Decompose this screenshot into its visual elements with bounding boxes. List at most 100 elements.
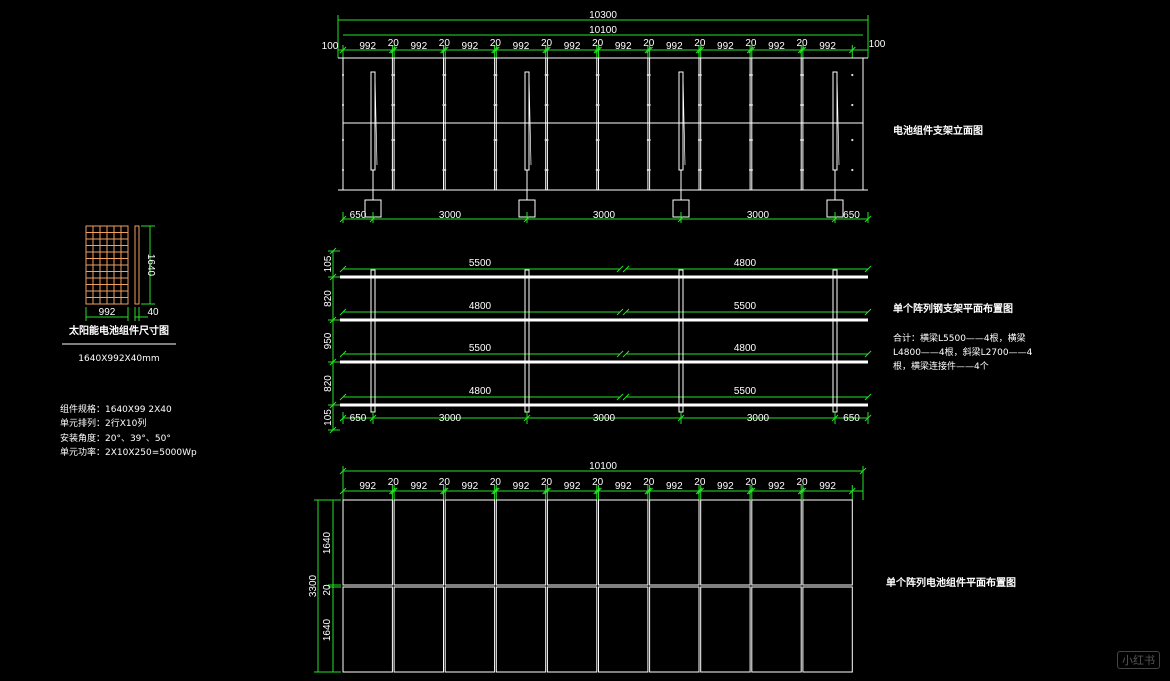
layout-total-height-dim: 3300 [308, 574, 319, 597]
plan-beam-dim-right: 5500 [734, 386, 757, 397]
layout-module-bottom [700, 586, 751, 673]
elevation-bottom-dim: 3000 [593, 210, 616, 221]
layout-gap-dim: 20 [694, 477, 706, 488]
layout-module-bottom [802, 586, 853, 673]
elevation-module-dim: 992 [666, 41, 683, 52]
layout-module-top [546, 499, 598, 586]
plan-bottom-dim: 650 [843, 413, 860, 424]
layout-module-bottom [444, 586, 496, 673]
plan-bottom-dim: 3000 [439, 413, 462, 424]
elevation-title: 电池组件支架立面图 [893, 124, 983, 137]
layout-module-dim: 992 [564, 481, 581, 492]
panel-title: 太阳能电池组件尺寸图 [68, 324, 169, 337]
panel-height-dim: 1640 [145, 254, 156, 277]
layout-module-top [802, 499, 853, 586]
plan-column [832, 269, 838, 413]
layout-row-gap-dim: 20 [322, 584, 333, 596]
panel-subtitle: 1640X992X40mm [78, 354, 159, 364]
elevation-post [678, 71, 684, 171]
layout-module-top [700, 499, 751, 586]
layout-module-top [342, 499, 393, 586]
elevation-gap-dim: 20 [643, 38, 655, 49]
plan-left-dim: 105 [323, 409, 334, 426]
plan-beam-dim-right: 4800 [734, 343, 757, 354]
layout-module-dim: 992 [513, 481, 530, 492]
elevation-module-dim: 992 [615, 41, 632, 52]
elevation-module-dim: 992 [819, 41, 836, 52]
elevation-gap-dim: 20 [694, 38, 706, 49]
panel-thickness-dim: 40 [147, 307, 159, 318]
layout-module-dim: 992 [768, 481, 785, 492]
spec-line-2: 单元排列：2行X10列 [60, 417, 146, 429]
elevation-gap-dim: 20 [796, 38, 808, 49]
plan-summary-line-1: 合计：横梁L5500——4根，横梁 [893, 332, 1026, 344]
elevation-panel-frame [342, 57, 864, 191]
layout-inner-dim: 10100 [589, 461, 617, 472]
elevation-gap-dim: 20 [745, 38, 757, 49]
layout-module-dim: 992 [615, 481, 632, 492]
layout-gap-dim: 20 [490, 477, 502, 488]
elevation-gap-dim: 20 [490, 38, 502, 49]
plan-left-dim: 105 [323, 255, 334, 272]
plan-beam-dim-left: 4800 [469, 386, 492, 397]
plan-beam-dim-right: 4800 [734, 258, 757, 269]
plan-bottom-dim: 3000 [593, 413, 616, 424]
plan-left-dim: 820 [323, 375, 334, 392]
panel-detail-view: 1640 992 40 太阳能电池组件尺寸图 1640X992X40mm [62, 225, 176, 364]
layout-module-top [444, 499, 496, 586]
layout-module-bottom [393, 586, 445, 673]
plan-summary-line-2: L4800——4根，斜梁L2700——4 [893, 346, 1033, 358]
plan-beam-dim-right: 5500 [734, 301, 757, 312]
layout-row-height-dim-top: 1640 [322, 531, 333, 554]
layout-gap-dim: 20 [541, 477, 553, 488]
specs-block: 组件规格：1640X99 2X40 单元排列：2行X10列 安装角度：20°、3… [60, 403, 197, 458]
plan-bottom-dim: 650 [350, 413, 367, 424]
layout-module-dim: 992 [819, 481, 836, 492]
layout-module-bottom [495, 586, 547, 673]
plan-summary-line-3: 根，横梁连接件——4个 [893, 360, 989, 372]
elevation-bottom-dim: 650 [350, 210, 367, 221]
spec-line-4: 单元功率：2X10X250=5000Wp [60, 446, 197, 458]
plan-beam-dim-left: 5500 [469, 258, 492, 269]
plan-column [678, 269, 684, 413]
plan-beam-dim-left: 5500 [469, 343, 492, 354]
elevation-gap-dim: 20 [439, 38, 451, 49]
elevation-module-dim: 992 [768, 41, 785, 52]
elevation-gap-dim: 20 [541, 38, 553, 49]
spec-line-1: 组件规格：1640X99 2X40 [60, 403, 172, 415]
layout-module-bottom [751, 586, 802, 673]
elevation-inner-dim: 10100 [589, 25, 617, 36]
plan-beam [340, 360, 868, 364]
plan-column [524, 269, 530, 413]
layout-row-height-dim-bottom: 1640 [322, 618, 333, 641]
plan-title: 单个阵列钢支架平面布置图 [893, 302, 1013, 315]
layout-gap-dim: 20 [388, 477, 400, 488]
elevation-module-dim: 992 [717, 41, 734, 52]
layout-gap-dim: 20 [592, 477, 604, 488]
plan-beam-dim-left: 4800 [469, 301, 492, 312]
layout-module-dim: 992 [359, 481, 376, 492]
module-layout-view: 10100 992 20 992 20 992 20 992 20 992 20 992 20 992 2… [308, 461, 1016, 673]
plan-bottom-dim: 3000 [747, 413, 770, 424]
plan-beam [340, 318, 868, 322]
layout-module-dim: 992 [717, 481, 734, 492]
elevation-bottom-dim: 650 [843, 210, 860, 221]
plan-left-dim: 820 [323, 290, 334, 307]
layout-module-bottom [342, 586, 393, 673]
layout-gap-dim: 20 [796, 477, 808, 488]
elevation-total-dim: 10300 [589, 10, 617, 21]
elevation-bottom-dim: 3000 [439, 210, 462, 221]
layout-module-bottom [546, 586, 598, 673]
elevation-edge-right-dim: 100 [869, 39, 886, 50]
panel-side-outline [134, 225, 140, 305]
elevation-module-dim: 992 [462, 41, 479, 52]
elevation-post [832, 71, 838, 171]
elevation-post [524, 71, 530, 171]
elevation-module-dim: 992 [564, 41, 581, 52]
spec-line-3: 安装角度：20°、39°、50° [60, 432, 171, 444]
layout-module-bottom [598, 586, 649, 673]
layout-module-dim: 992 [410, 481, 427, 492]
elevation-bottom-dim: 3000 [747, 210, 770, 221]
